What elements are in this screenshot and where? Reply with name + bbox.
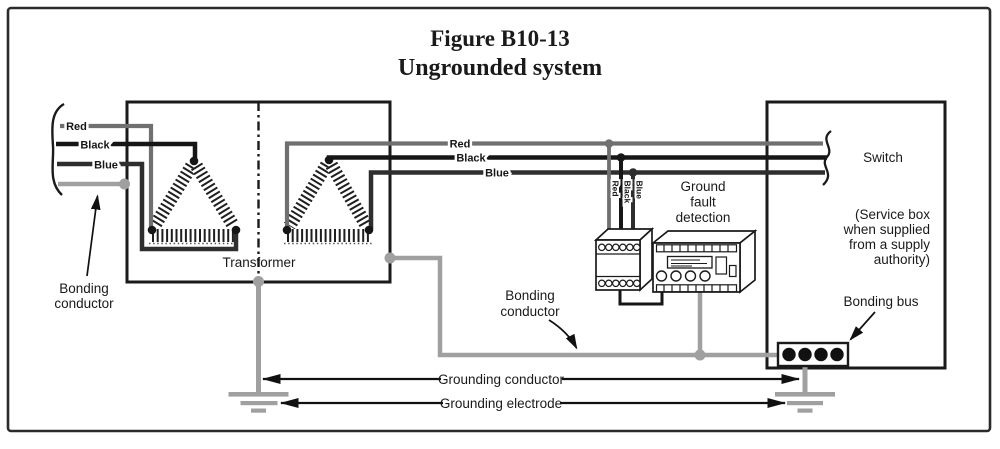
black-wire-label: Black [456, 153, 486, 165]
bonding-junction-dot [694, 349, 706, 361]
secondary-winding-delta [283, 161, 373, 245]
red-wire [284, 141, 823, 228]
supply-blue-label: Blue [94, 160, 118, 172]
bonding-grounding-conductors [58, 178, 808, 392]
bonding-conductor-left-label-1: Bonding [59, 281, 109, 296]
blue-wire-label: Blue [485, 168, 509, 180]
figure-subtitle: Ungrounded system [398, 55, 602, 81]
service-box-label-2: when supplied [843, 222, 930, 237]
bonding-bus-label: Bonding bus [843, 294, 918, 309]
supply-blue-wire [57, 161, 239, 252]
supply-red-label: Red [66, 121, 87, 133]
service-box-label-3: from a supply [849, 237, 930, 252]
transformer-label: Transformer [222, 255, 296, 270]
grounding-electrode-label: Grounding electrode [440, 396, 562, 411]
supply-red-wire [60, 123, 154, 228]
switch-box [765, 100, 947, 370]
figure-title: Figure B10-13 [430, 26, 569, 51]
bonding-conductor-mid-label-2: conductor [500, 304, 560, 319]
gfd-monitor-bottom-ticks [663, 285, 729, 292]
bonding-conductor-mid-arrow [548, 319, 578, 350]
gfd-relay-terminals [597, 243, 641, 288]
black-wire [326, 155, 827, 160]
bonding-bus [776, 341, 850, 368]
red-tap-label: Red [611, 181, 621, 197]
gfd-monitor-buttons [655, 270, 711, 282]
bonding-conductor-wire [390, 255, 779, 358]
gfd-monitor-display [666, 255, 713, 269]
switch-label: Switch [863, 150, 903, 165]
gfd-monitor-top-ticks [663, 245, 729, 252]
bonding-bus-arrow [849, 311, 876, 341]
supply-break-curve [51, 102, 65, 196]
black-tap-dot [616, 153, 626, 162]
bonding-conductor-left-label-2: conductor [54, 296, 114, 311]
red-wire-label: Red [450, 139, 471, 151]
winding-terminal-dots [147, 155, 374, 235]
bonding-bus-terminals [782, 347, 844, 362]
service-box-label-4: authority) [874, 252, 930, 267]
service-box-label-1: (Service box [855, 207, 930, 222]
gfd-monitor-device [650, 229, 758, 294]
supply-wires [56, 123, 239, 252]
ground-fault-detection-label-2: fault [690, 195, 716, 210]
blue-tap-label: Blue [635, 181, 645, 200]
bonding-conductor-left-dot [119, 178, 130, 190]
bonding-conductor-left-arrow [86, 194, 101, 277]
primary-winding-delta [148, 162, 240, 245]
grounding-electrode-right-symbol [775, 392, 835, 413]
grounding-electrode-left-symbol [228, 392, 289, 413]
ground-fault-detection-label-3: detection [676, 210, 731, 225]
black-tap-label: Black [623, 181, 633, 204]
ground-fault-detection-label-1: Ground [680, 179, 725, 194]
wire-break-squiggle [822, 130, 832, 186]
red-tap-dot [604, 139, 614, 148]
bonding-conductor-mid-label-1: Bonding [505, 288, 555, 303]
transformer-bonding-dot [384, 252, 396, 264]
blue-wire [368, 170, 825, 229]
transformer-ground-dot [253, 276, 264, 287]
supply-black-wire [56, 141, 198, 159]
blue-tap-dot [628, 168, 638, 177]
gfd-relay-device [593, 227, 655, 292]
grounding-conductor-label: Grounding conductor [438, 372, 565, 387]
supply-black-label: Black [80, 140, 110, 152]
gfd-jumper-wire [618, 290, 664, 306]
